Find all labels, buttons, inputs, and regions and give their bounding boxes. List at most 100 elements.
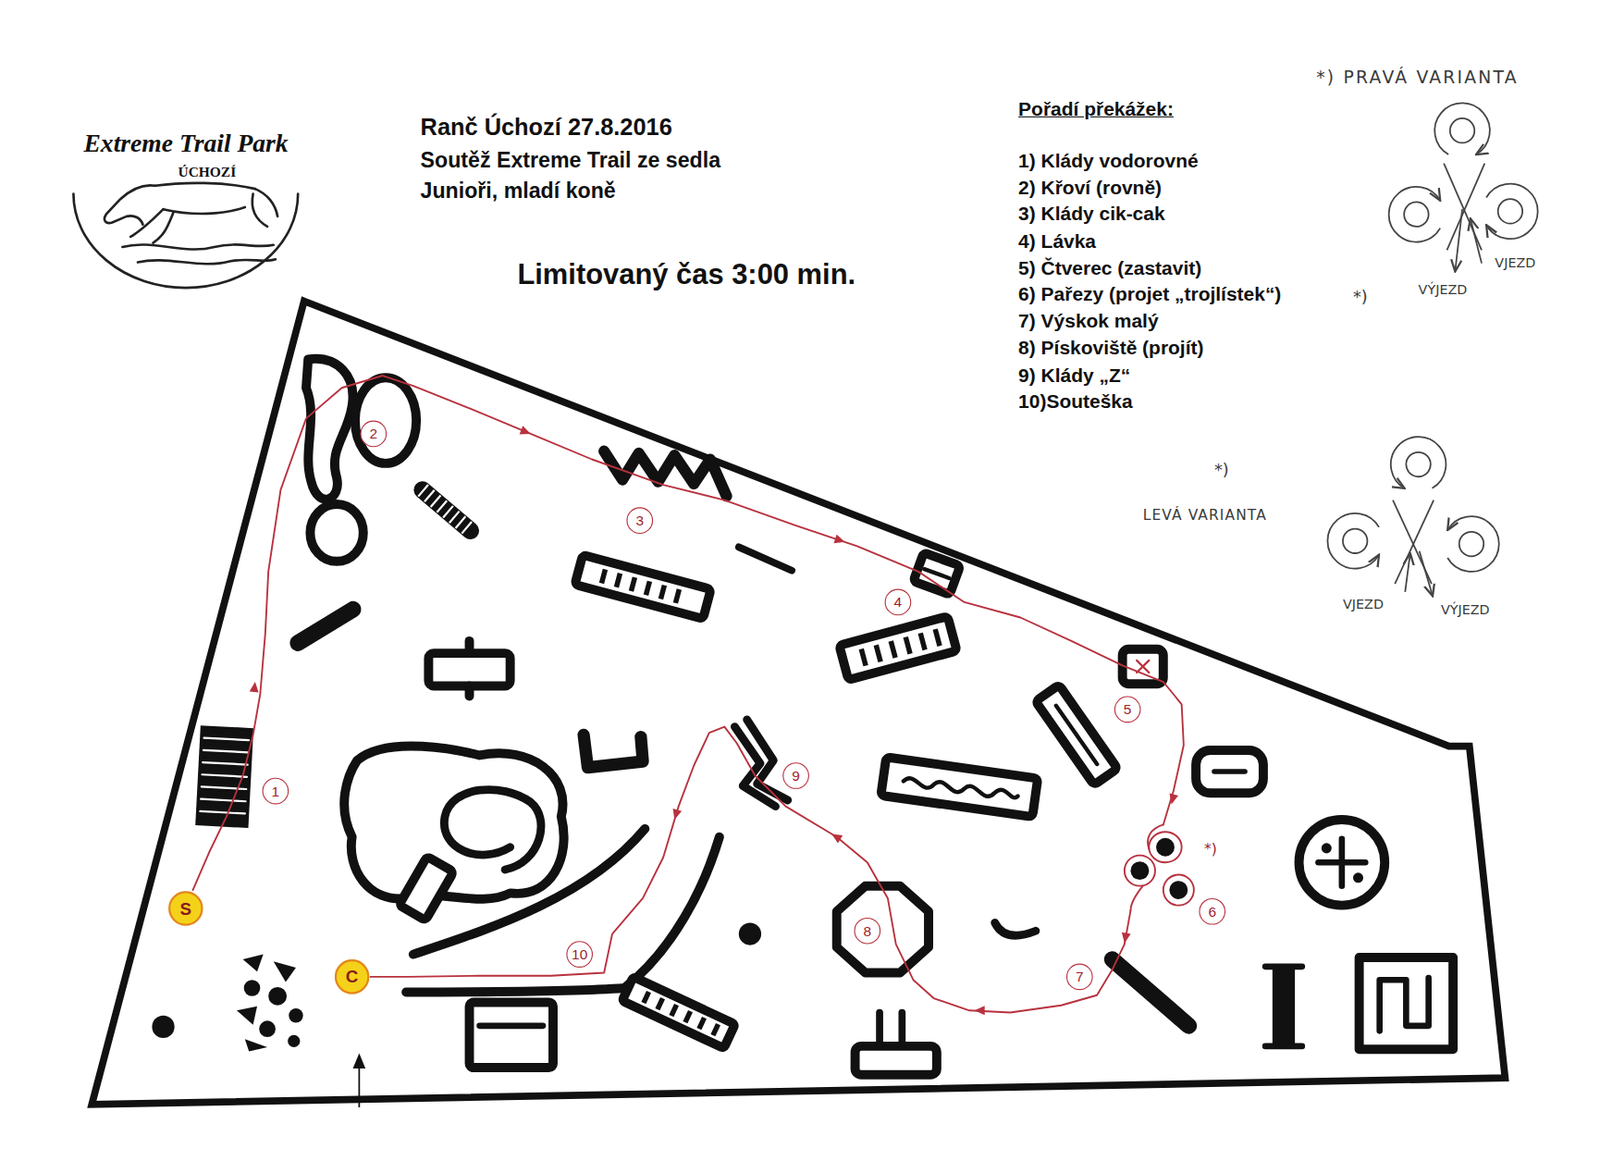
list-heading: Pořadí překážek:: [1018, 98, 1174, 122]
logo-drawing: [73, 183, 298, 288]
logo-drawing: [152, 211, 173, 243]
callout-number: 3: [626, 506, 653, 534]
route-arrow: [670, 808, 683, 821]
arena-fence: [91, 300, 1505, 1104]
stop-mark: [1136, 660, 1149, 673]
callout-number: 7: [1066, 963, 1094, 991]
route-arrow: [249, 680, 260, 692]
obstacle: [297, 609, 354, 643]
variant-sketch: [1389, 186, 1441, 243]
obstacle: [236, 1006, 258, 1025]
entrance-arrow: [357, 1063, 360, 1108]
obstacle: [645, 580, 650, 595]
callout-number: 9: [782, 762, 810, 789]
obstacle: [1299, 819, 1386, 906]
route-line: [1147, 824, 1164, 849]
logo-drawing: [163, 207, 246, 214]
logo-drawing: [130, 209, 163, 237]
obstacle: [838, 615, 957, 680]
obstacle: [199, 738, 249, 814]
obstacle: [469, 1001, 554, 1068]
obstacle: [699, 1017, 705, 1029]
obstacle: [1195, 750, 1264, 793]
obstacle: [428, 652, 510, 686]
obstacle: [1272, 964, 1295, 1048]
obstacle: [836, 886, 929, 973]
callout-number: 4: [885, 589, 912, 616]
callout-number: 2: [359, 420, 387, 448]
time-limit: Limitovaný čas 3:00 min.: [516, 257, 856, 292]
obstacle: [657, 997, 664, 1010]
obstacle: [1359, 957, 1454, 1049]
obstacle: [204, 738, 249, 741]
obstacle: [875, 1011, 884, 1046]
obstacle: [630, 577, 635, 591]
obstacle-item: 6) Pařezy (projet „trojlístek“): [1018, 283, 1281, 308]
direction-label: VÝJEZD: [1440, 602, 1490, 618]
obstacle: [738, 922, 762, 945]
obstacle: [1156, 837, 1175, 857]
obstacle: [855, 1046, 937, 1075]
obstacle: [273, 960, 296, 982]
callout-number: 6: [1198, 898, 1226, 925]
variant-sketch: [1498, 198, 1523, 223]
obstacle: [236, 954, 304, 1052]
route-arrow: [1167, 793, 1179, 806]
obstacle-item: 5) Čtverec (zastavit): [1018, 257, 1202, 281]
obstacle: [268, 986, 287, 1006]
obstacle: [995, 922, 1036, 936]
obstacle: [660, 585, 665, 600]
route-line: [370, 726, 1132, 1013]
callout-text: 7: [1075, 969, 1084, 984]
obstacle: [199, 811, 245, 814]
obstacle: [443, 789, 542, 870]
obstacle: [201, 786, 247, 789]
obstacle: [890, 640, 896, 658]
callout-text: 2: [369, 426, 379, 441]
obstacle: [200, 799, 246, 802]
obstacle: [398, 856, 454, 921]
obstacle: [675, 589, 679, 604]
logo-text: Extreme Trail Park: [83, 128, 288, 160]
logo-drawing: [104, 184, 156, 224]
variant-sketch: [1394, 500, 1434, 584]
callout-text: 9: [791, 768, 800, 783]
callout-text: 6: [1207, 904, 1217, 919]
page-title: Ranč Úchozí 27.8.2016: [420, 112, 673, 141]
entrance-arrow: [354, 1055, 365, 1068]
obstacle: [151, 1015, 174, 1038]
obstacle: [622, 976, 736, 1048]
route-line: [1163, 874, 1194, 906]
logo-drawing: [255, 188, 278, 217]
direction-label: VJEZD: [1494, 255, 1536, 271]
obstacle: [1339, 838, 1346, 887]
route-arrow: [1120, 932, 1132, 945]
obstacle: [671, 1004, 677, 1016]
obstacle: [465, 685, 475, 696]
logo-drawing: [252, 194, 268, 227]
variant-sketch: [1327, 513, 1379, 569]
obstacle-item: 7) Výskok malý: [1018, 310, 1158, 334]
obstacle: [935, 628, 940, 646]
callout-number: 5: [1114, 695, 1142, 723]
obstacle: [920, 632, 925, 650]
obstacle-item: 9) Klády „Z“: [1018, 363, 1131, 387]
obstacle-item: 10)Souteška: [1018, 390, 1133, 414]
obstacle: [1265, 963, 1303, 971]
obstacle: [905, 637, 911, 654]
obstacle-item: 2) Křoví (rovně): [1018, 176, 1162, 200]
entrance-arrow: [354, 1055, 365, 1108]
obstacle: [838, 615, 957, 680]
obstacle: [575, 554, 712, 619]
obstacle: [1035, 684, 1119, 785]
obstacle: [1265, 1043, 1303, 1050]
variant-sketch: [1486, 184, 1539, 240]
variant-sketch: [1454, 209, 1463, 271]
obstacle: [1035, 684, 1119, 785]
footnote-mark: *): [1353, 286, 1368, 307]
obstacle: [575, 554, 712, 619]
variant-sketch: [1450, 118, 1475, 143]
obstacle: [880, 756, 1038, 817]
route-arrow: [519, 425, 533, 438]
header-text: Junioři, mladí koně: [420, 177, 616, 204]
